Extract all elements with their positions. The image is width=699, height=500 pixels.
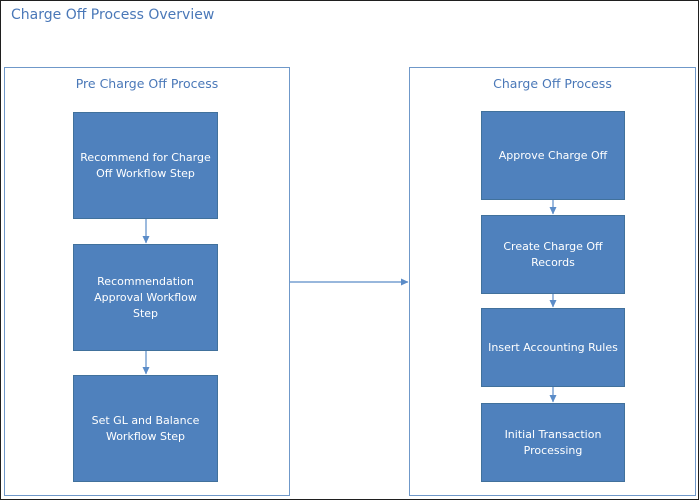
step-approve-charge-off: Approve Charge Off — [481, 111, 625, 200]
step-initial-transaction-processing: Initial Transaction Processing — [481, 403, 625, 482]
step-recommend-for-charge-off: Recommend for Charge Off Workflow Step — [73, 112, 218, 219]
charge-off-label: Charge Off Process — [493, 76, 612, 91]
diagram-title: Charge Off Process Overview — [11, 7, 215, 23]
step-label: Set GL and Balance Workflow Step — [91, 413, 200, 443]
step-label: Recommendation Approval Workflow Step — [94, 274, 197, 320]
step-set-gl-and-balance: Set GL and Balance Workflow Step — [73, 375, 218, 482]
step-label: Approve Charge Off — [498, 148, 608, 162]
step-recommendation-approval: Recommendation Approval Workflow Step — [73, 244, 218, 351]
step-insert-accounting-rules: Insert Accounting Rules — [481, 308, 625, 387]
step-label: Insert Accounting Rules — [488, 340, 618, 354]
pre-charge-off-label: Pre Charge Off Process — [75, 76, 219, 91]
step-label: Recommend for Charge Off Workflow Step — [80, 150, 211, 180]
step-label: Initial Transaction Processing — [504, 427, 602, 457]
step-create-charge-off-records: Create Charge Off Records — [481, 215, 625, 294]
step-label: Create Charge Off Records — [503, 239, 603, 269]
